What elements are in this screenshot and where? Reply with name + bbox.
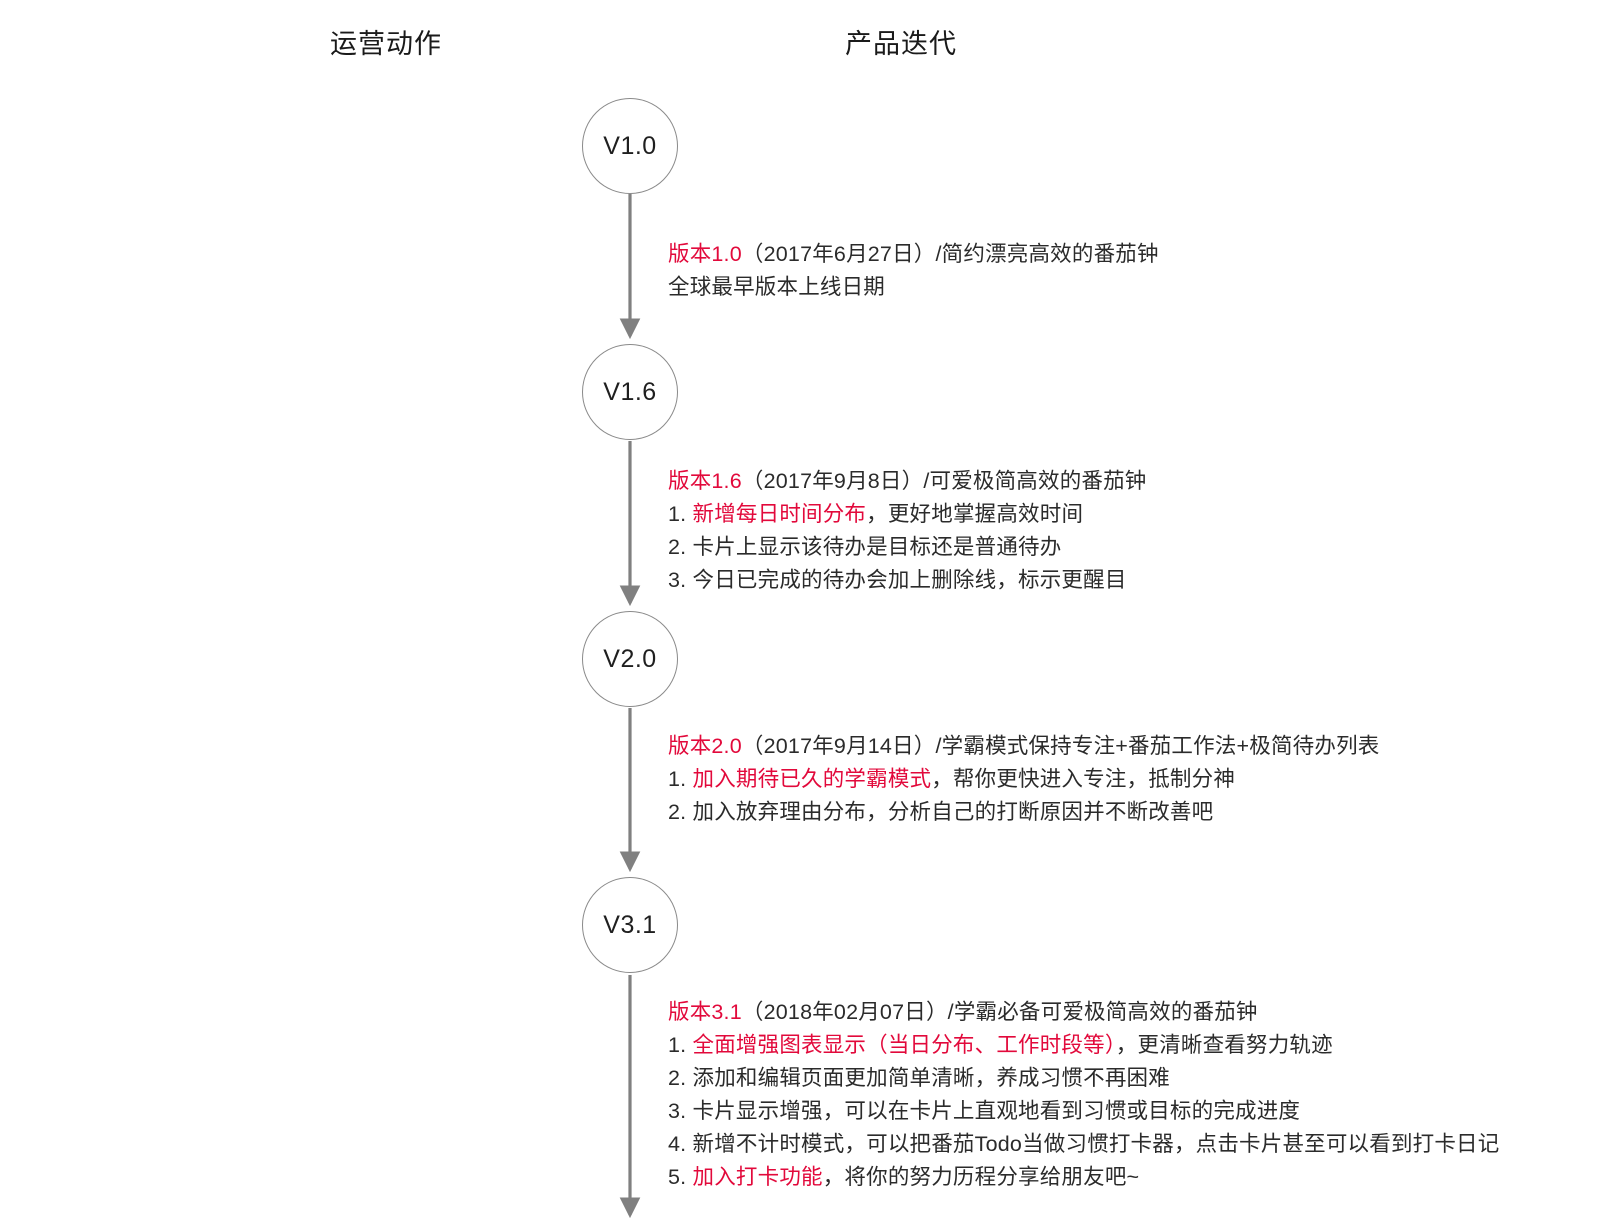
release-item-index: 2. [668,800,687,824]
release-note-v20: 版本2.0（2017年9月14日）/学霸模式保持专注+番茄工作法+极简待办列表 … [668,730,1568,829]
version-node-label: V2.0 [603,644,657,673]
release-item-rest: ，更好地掌握高效时间 [866,502,1084,526]
release-item-highlight: 加入打卡功能 [692,1165,823,1189]
release-item-rest: 新增不计时模式，可以把番茄Todo当做习惯打卡器，点击卡片甚至可以看到打卡日记 [692,1132,1500,1156]
release-item: 全球最早版本上线日期 [668,271,1568,304]
version-node-v31[interactable]: V3.1 [582,877,678,973]
release-item-highlight: 新增每日时间分布 [692,502,867,526]
release-title: 版本2.0（2017年9月14日）/学霸模式保持专注+番茄工作法+极简待办列表 [668,730,1568,763]
version-node-label: V3.1 [603,910,657,939]
version-node-v20[interactable]: V2.0 [582,611,678,707]
release-item: 2. 添加和编辑页面更加简单清晰，养成习惯不再困难 [668,1062,1568,1095]
release-item: 1. 加入期待已久的学霸模式，帮你更快进入专注，抵制分神 [668,763,1568,796]
release-item-index: 1. [668,502,687,526]
release-item: 2. 加入放弃理由分布，分析自己的打断原因并不断改善吧 [668,796,1568,829]
version-node-v10[interactable]: V1.0 [582,98,678,194]
release-title-rest: （2018年02月07日）/学霸必备可爱极简高效的番茄钟 [741,1000,1258,1024]
release-note-v31: 版本3.1（2018年02月07日）/学霸必备可爱极简高效的番茄钟 1. 全面增… [668,996,1568,1194]
release-item-rest: 今日已完成的待办会加上删除线，标示更醒目 [692,568,1127,592]
version-node-v16[interactable]: V1.6 [582,344,678,440]
release-item-index: 3. [668,568,687,592]
release-item-index: 5. [668,1165,687,1189]
release-item: 2. 卡片上显示该待办是目标还是普通待办 [668,531,1568,564]
release-title-rest: （2017年6月27日）/简约漂亮高效的番茄钟 [741,242,1159,266]
release-item-index: 4. [668,1132,687,1156]
release-item: 1. 新增每日时间分布，更好地掌握高效时间 [668,498,1568,531]
release-item-rest: 卡片上显示该待办是目标还是普通待办 [692,535,1062,559]
release-item-highlight: 加入期待已久的学霸模式 [692,767,932,791]
release-item: 1. 全面增强图表显示（当日分布、工作时段等），更清晰查看努力轨迹 [668,1029,1568,1062]
release-note-v16: 版本1.6（2017年9月8日）/可爱极简高效的番茄钟 1. 新增每日时间分布，… [668,465,1568,597]
release-item-rest: ，将你的努力历程分享给朋友吧~ [822,1165,1140,1189]
release-item: 4. 新增不计时模式，可以把番茄Todo当做习惯打卡器，点击卡片甚至可以看到打卡… [668,1128,1568,1161]
release-title: 版本1.0（2017年6月27日）/简约漂亮高效的番茄钟 [668,238,1568,271]
release-title-rest: （2017年9月14日）/学霸模式保持专注+番茄工作法+极简待办列表 [741,734,1380,758]
release-title-highlight: 版本3.1 [668,1000,742,1024]
release-title: 版本3.1（2018年02月07日）/学霸必备可爱极简高效的番茄钟 [668,996,1568,1029]
release-item-index: 2. [668,535,687,559]
release-item-index: 3. [668,1099,687,1123]
release-item-index: 1. [668,1033,687,1057]
version-node-label: V1.0 [603,131,657,160]
column-header-product: 产品迭代 [845,29,957,59]
release-item: 3. 卡片显示增强，可以在卡片上直观地看到习惯或目标的完成进度 [668,1095,1568,1128]
release-item-index: 2. [668,1066,687,1090]
release-title-rest: （2017年9月8日）/可爱极简高效的番茄钟 [741,469,1147,493]
release-item-rest: ，帮你更快进入专注，抵制分神 [931,767,1236,791]
release-item-rest: 卡片显示增强，可以在卡片上直观地看到习惯或目标的完成进度 [692,1099,1301,1123]
release-title-highlight: 版本1.6 [668,469,742,493]
release-item-highlight: 全面增强图表显示（当日分布、工作时段等） [692,1033,1116,1057]
release-title-highlight: 版本2.0 [668,734,742,758]
release-note-v10: 版本1.0（2017年6月27日）/简约漂亮高效的番茄钟 全球最早版本上线日期 [668,238,1568,304]
column-header-operations: 运营动作 [330,29,442,59]
version-node-label: V1.6 [603,377,657,406]
release-title-highlight: 版本1.0 [668,242,742,266]
release-item-index: 1. [668,767,687,791]
release-item-rest: 加入放弃理由分布，分析自己的打断原因并不断改善吧 [692,800,1214,824]
release-item-rest: 全球最早版本上线日期 [668,275,886,299]
release-item-rest: 添加和编辑页面更加简单清晰，养成习惯不再困难 [692,1066,1170,1090]
release-item: 5. 加入打卡功能，将你的努力历程分享给朋友吧~ [668,1161,1568,1194]
release-title: 版本1.6（2017年9月8日）/可爱极简高效的番茄钟 [668,465,1568,498]
release-item: 3. 今日已完成的待办会加上删除线，标示更醒目 [668,564,1568,597]
release-item-rest: ，更清晰查看努力轨迹 [1115,1033,1333,1057]
